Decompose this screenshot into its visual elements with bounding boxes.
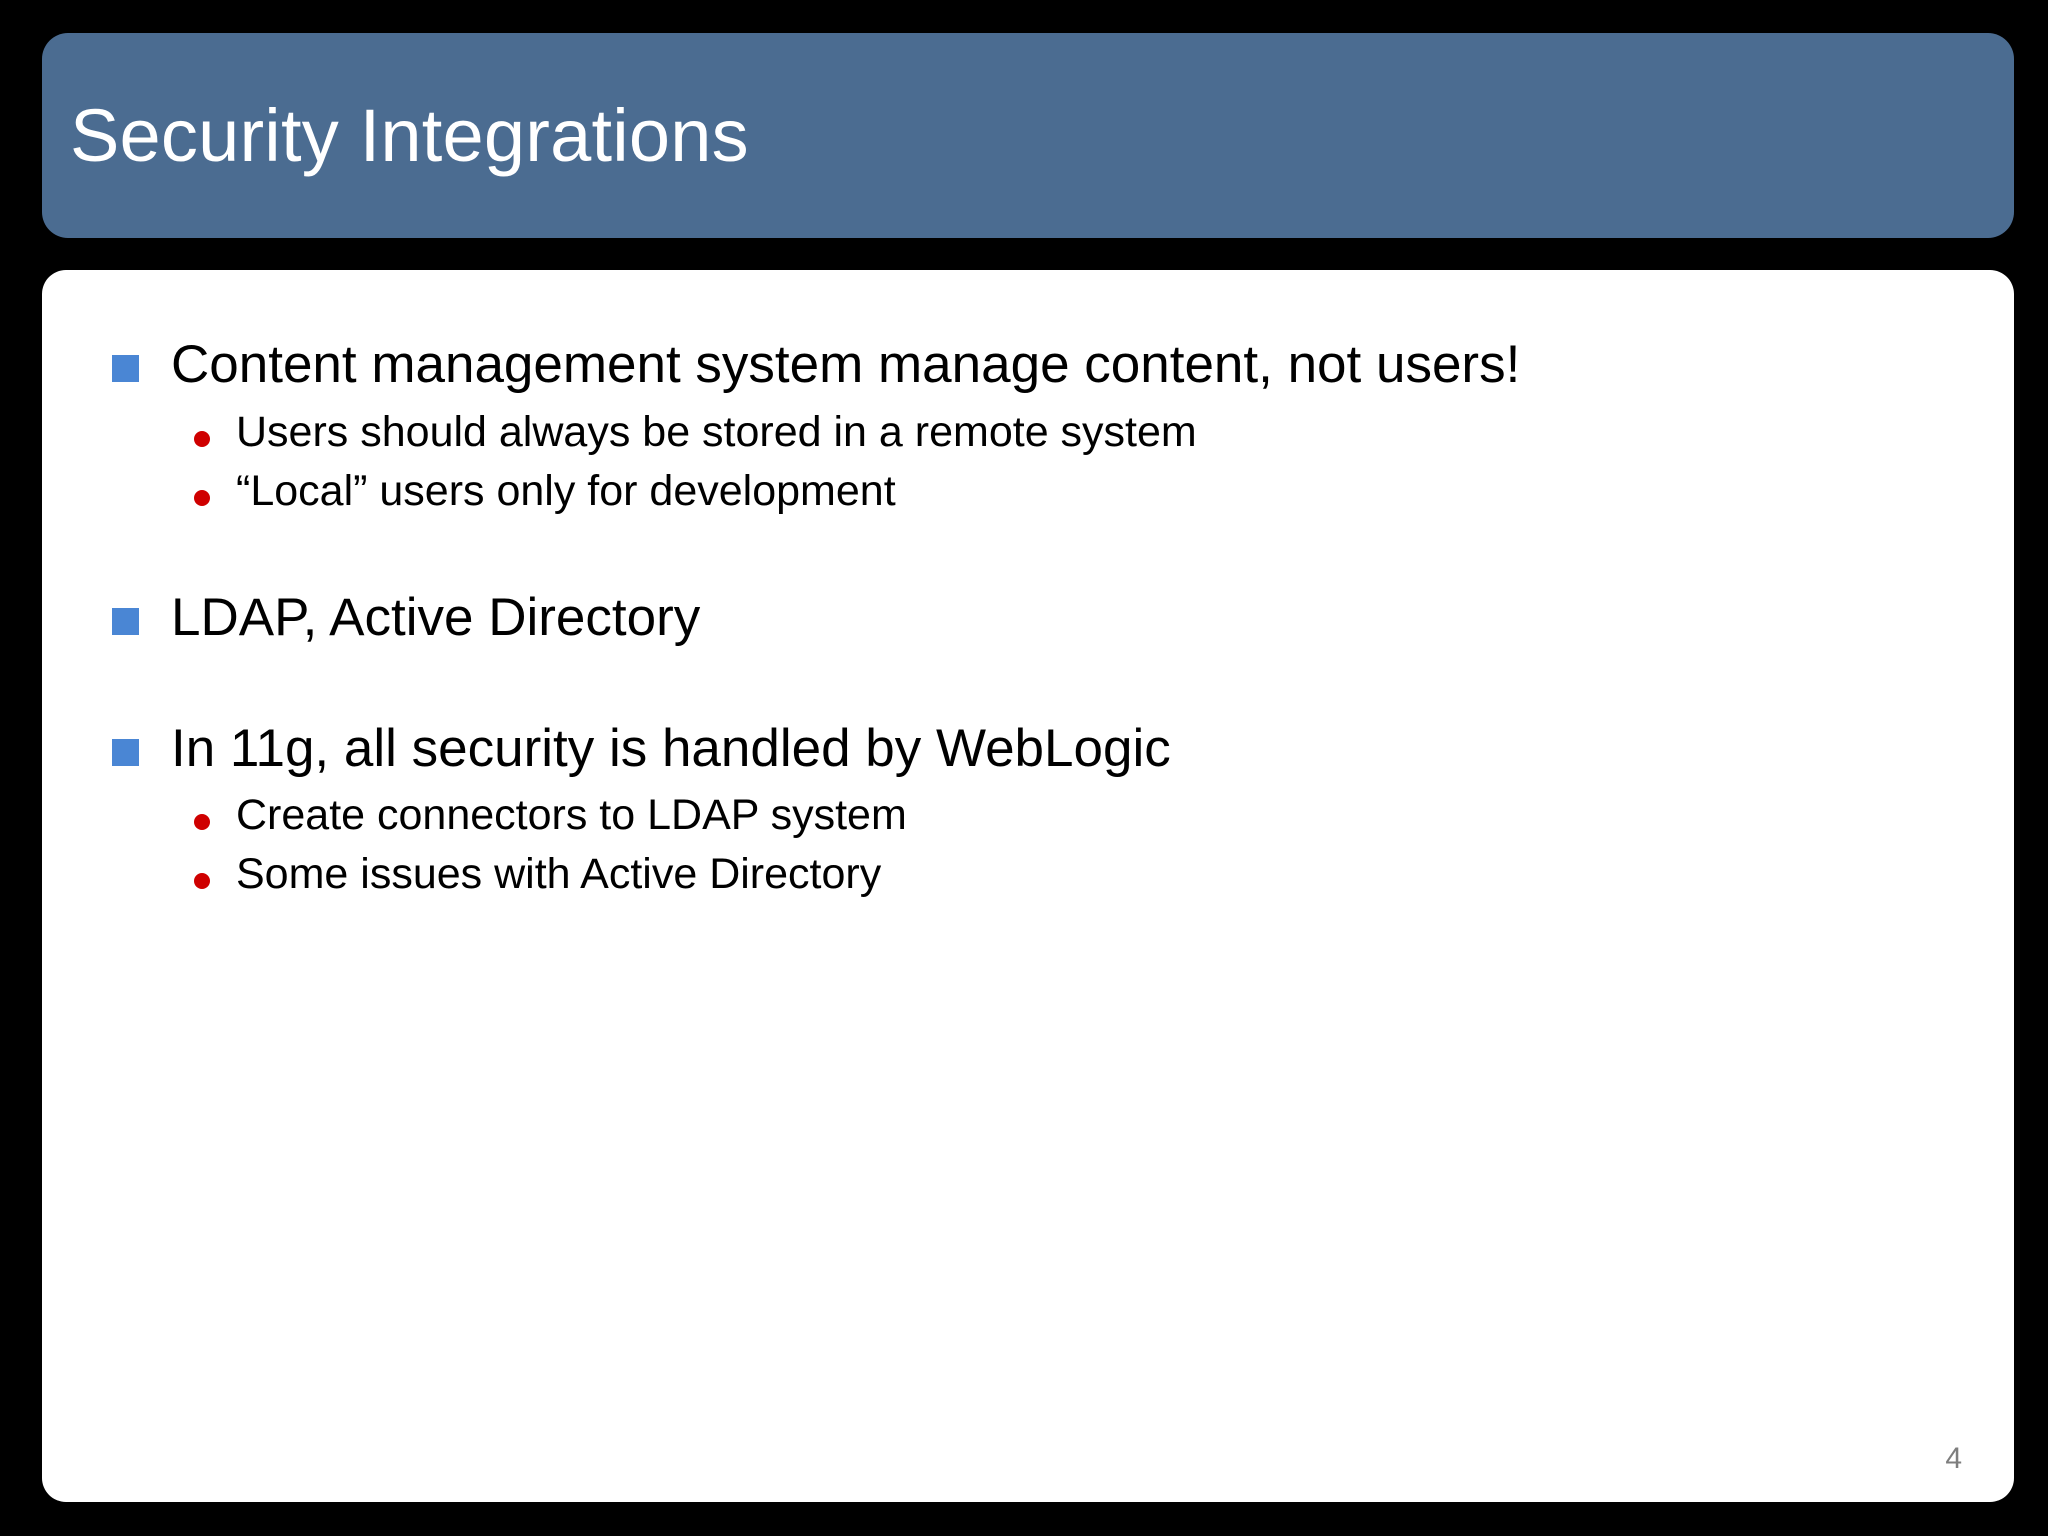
round-bullet-icon [194, 489, 210, 506]
square-bullet-icon [112, 355, 139, 382]
list-item-level1: Content management system manage content… [112, 332, 1974, 399]
slide-title-bar: Security Integrations [42, 33, 2014, 238]
list-item-level2: Create connectors to LDAP system [112, 788, 1974, 843]
square-bullet-icon [112, 738, 139, 766]
list-item-level2: Some issues with Active Directory [112, 847, 1974, 902]
list-item-level1-label: In 11g, all security is handled by WebLo… [171, 718, 1171, 778]
list-item-level2: Users should always be stored in a remot… [112, 405, 1974, 460]
block-spacer [112, 658, 1974, 716]
page-title: Security Integrations [70, 93, 749, 177]
block-spacer [112, 523, 1974, 585]
bullet-list: Content management system manage content… [42, 270, 2014, 906]
list-item-level2: “Local” users only for development [112, 464, 1974, 519]
square-bullet-icon [112, 607, 139, 635]
list-item-level1-label: LDAP, Active Directory [171, 587, 701, 647]
slide-content-card: Content management system manage content… [42, 270, 2014, 1502]
list-item-level2-label: Users should always be stored in a remot… [236, 407, 1197, 456]
round-bullet-icon [194, 873, 210, 890]
list-item-level2-label: Some issues with Active Directory [236, 850, 882, 899]
round-bullet-icon [194, 430, 210, 447]
list-item-level1-label: Content management system manage content… [171, 335, 1521, 394]
list-item-level1: In 11g, all security is handled by WebLo… [112, 716, 1974, 783]
list-item-level2-label: Create connectors to LDAP system [236, 791, 907, 840]
list-item-level1: LDAP, Active Directory [112, 585, 1974, 652]
page-number: 4 [1945, 1442, 1962, 1475]
list-item-level2-label: “Local” users only for development [236, 466, 896, 515]
round-bullet-icon [194, 814, 210, 831]
